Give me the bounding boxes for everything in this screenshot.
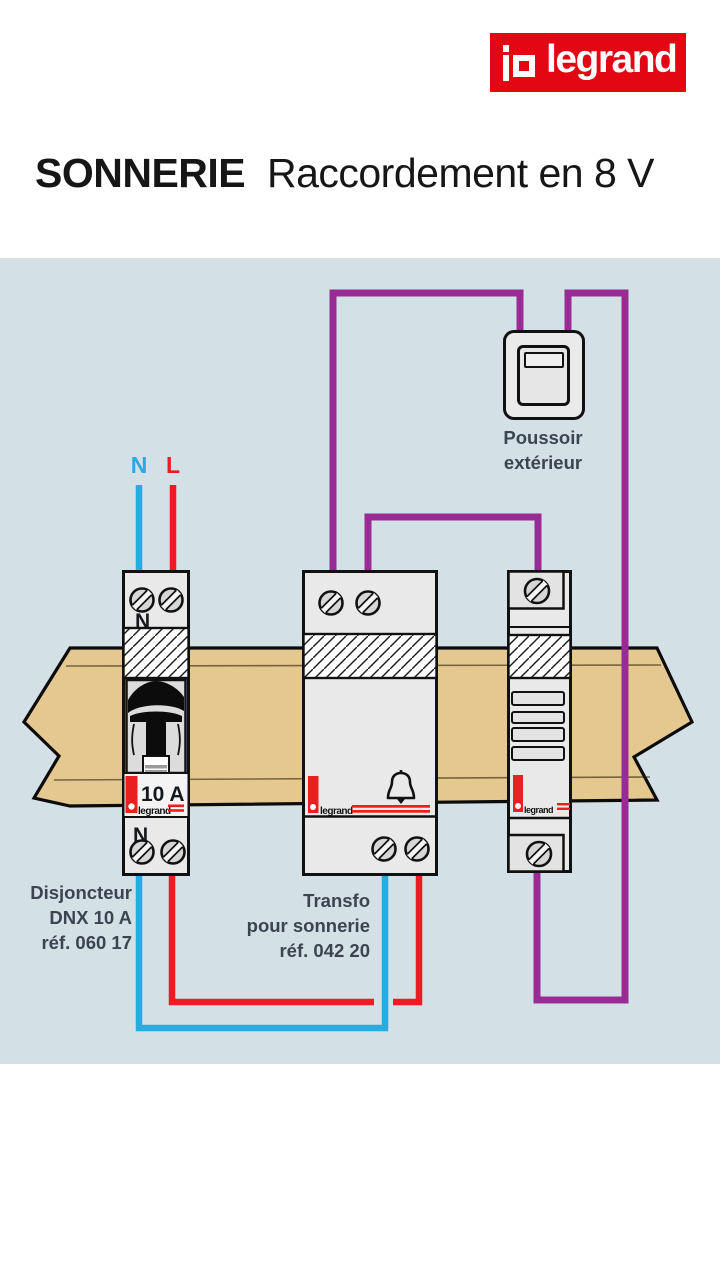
din-clip-hatch [302, 632, 438, 680]
screw-terminal-icon [129, 839, 155, 865]
screw-terminal-icon [355, 590, 381, 616]
screw-terminal-icon [158, 587, 184, 613]
din-clip-hatch [507, 633, 572, 680]
transformer-caption: Transfo pour sonnerie réf. 042 20 [246, 890, 370, 961]
title-regular [256, 150, 267, 196]
bell-wire-transformer-to-button [329, 289, 524, 570]
bell-wire-button-to-bell-module [533, 289, 629, 1004]
screw-terminal-icon [523, 577, 551, 605]
breaker-module: N 10 A legrand [122, 570, 190, 876]
screw-terminal-icon [371, 836, 397, 862]
brand-red-bar [513, 775, 523, 812]
diagram-panel: N L Poussoir extérieur [0, 258, 720, 1064]
brand-wordmark: legrand [320, 806, 353, 817]
exterior-push-button [503, 330, 585, 420]
brand-wordmark: legrand [524, 805, 553, 815]
push-button-rocker [517, 345, 570, 406]
bell-icon [386, 770, 416, 804]
screw-terminal-icon [129, 587, 155, 613]
breaker-toggle [125, 678, 187, 776]
live-wire-bottom-left [168, 876, 374, 1006]
neutral-wire-bottom [135, 876, 389, 1032]
brand-red-bar [308, 776, 319, 813]
bell-module: legrand [507, 570, 572, 873]
push-button-caption: Poussoir extérieur [503, 427, 583, 473]
din-clip-hatch [122, 626, 190, 680]
vent-slots [511, 691, 565, 761]
screw-terminal-icon [160, 839, 186, 865]
live-label: L [165, 452, 181, 478]
neutral-label: N [130, 452, 148, 478]
legrand-logo-text: legrand [546, 38, 678, 81]
title-bold: SONNERIE [35, 150, 246, 196]
live-wire-bottom-right [393, 876, 423, 1006]
wiring-layer [135, 289, 629, 1032]
screw-terminal-icon [318, 590, 344, 616]
push-button-label-window [524, 352, 564, 368]
transformer-module: legrand [302, 570, 438, 876]
breaker-caption: Disjoncteur DNX 10 A réf. 060 17 [30, 882, 132, 953]
legrand-logo: legrand [490, 33, 686, 92]
screw-terminal-icon [404, 836, 430, 862]
brand-wordmark: legrand [138, 806, 171, 817]
page-title: SONNERIE Raccordement en 8 V [35, 150, 655, 196]
screw-terminal-icon [525, 840, 553, 868]
legrand-logo-icon [503, 43, 537, 83]
brand-red-bar [125, 776, 138, 813]
bell-wire-transformer-to-bell-module [364, 513, 542, 570]
breaker-rating-label: 10 A [141, 783, 185, 806]
